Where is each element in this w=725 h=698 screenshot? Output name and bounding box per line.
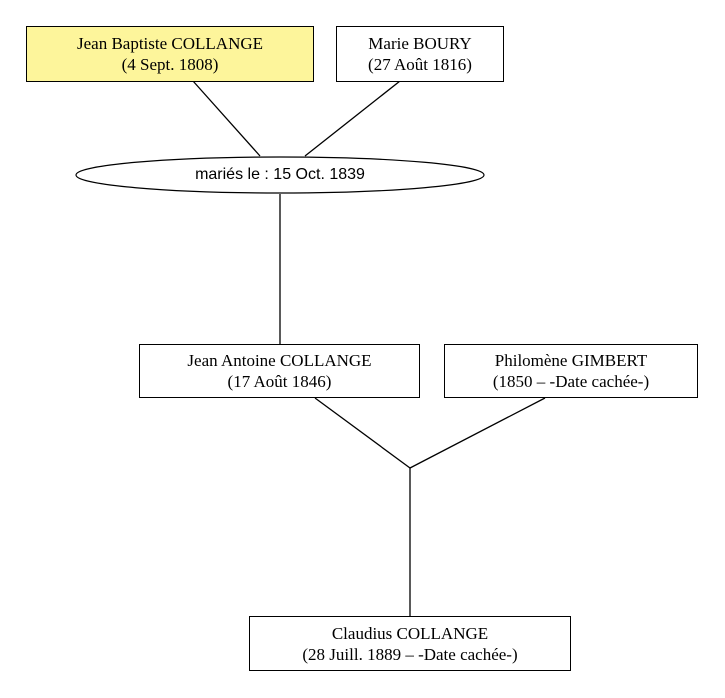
person-name: Philomène GIMBERT bbox=[494, 351, 648, 370]
link-mother-junction bbox=[409, 397, 546, 469]
ellipse-shape bbox=[75, 156, 485, 194]
person-box-mother[interactable]: Philomène GIMBERT (1850 – -Date cachée-) bbox=[444, 344, 698, 398]
person-name: Jean Baptiste COLLANGE bbox=[76, 34, 264, 53]
person-box-grandmother[interactable]: Marie BOURY (27 Août 1816) bbox=[336, 26, 504, 82]
person-box-father[interactable]: Jean Antoine COLLANGE (17 Août 1846) bbox=[139, 344, 420, 398]
link-father-junction bbox=[314, 397, 411, 469]
person-dates: (17 Août 1846) bbox=[227, 372, 332, 391]
person-name: Claudius COLLANGE bbox=[331, 623, 489, 643]
person-dates: (27 Août 1816) bbox=[368, 55, 472, 74]
person-name: Marie BOURY bbox=[368, 34, 472, 53]
link-grandmother-marriage bbox=[304, 80, 401, 157]
person-box-child[interactable]: Claudius COLLANGE (28 Juill. 1889 – -Dat… bbox=[249, 616, 571, 671]
person-box-grandfather[interactable]: Jean Baptiste COLLANGE (4 Sept. 1808) bbox=[26, 26, 314, 82]
marriage-ellipse[interactable]: mariés le : 15 Oct. 1839 bbox=[75, 156, 485, 194]
person-dates: (1850 – -Date cachée-) bbox=[492, 372, 650, 391]
marriage-label: mariés le : 15 Oct. 1839 bbox=[195, 166, 365, 183]
person-dates: (4 Sept. 1808) bbox=[121, 55, 219, 74]
person-name: Jean Antoine COLLANGE bbox=[187, 351, 372, 370]
link-grandfather-marriage bbox=[192, 80, 261, 157]
person-dates: (28 Juill. 1889 – -Date cachée-) bbox=[302, 644, 518, 664]
